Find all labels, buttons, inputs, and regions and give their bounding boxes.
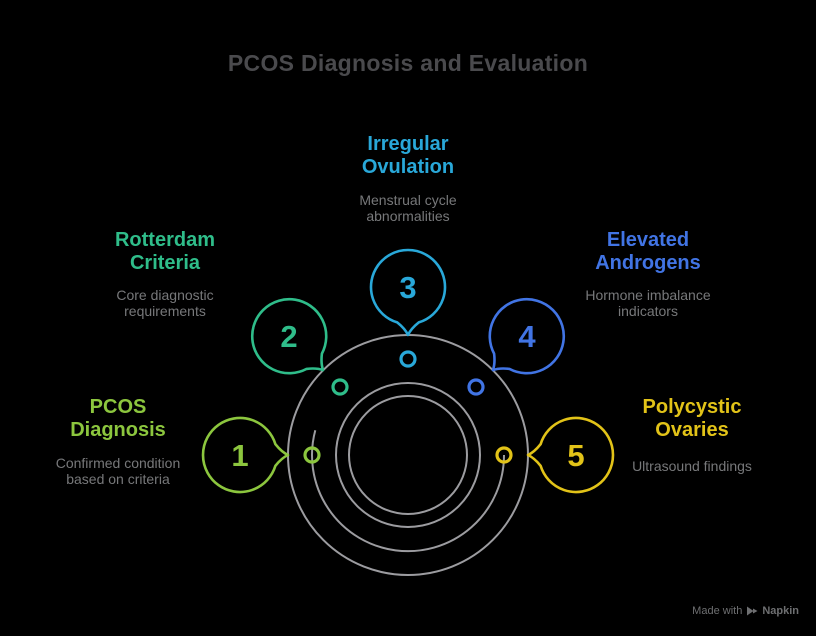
group-1-orbit-marker	[303, 446, 321, 464]
orbit-circle-inner	[348, 395, 468, 515]
group-1-description: Confirmed condition based on criteria	[55, 455, 181, 487]
group-4-label: Elevated Androgens	[568, 229, 728, 275]
group-1-bubble	[201, 416, 290, 494]
group-3-label-line2: Ovulation	[361, 156, 455, 178]
group-5-description: Ultrasound findings	[632, 458, 752, 474]
napkin-logo-icon	[747, 606, 758, 616]
group-2-orbit-marker	[331, 378, 349, 396]
group-5-label-line1: Polycystic	[642, 396, 742, 418]
group-4-orbit-marker	[467, 378, 485, 396]
orbit-arc-path	[311, 429, 505, 553]
group-3-bubble	[369, 248, 447, 337]
napkin-watermark: Made with Napkin	[692, 605, 799, 617]
group-4-description: Hormone imbalance indicators	[585, 287, 711, 319]
group-3-label-line1: Irregular	[367, 133, 449, 155]
group-1-label-line2: Diagnosis	[70, 419, 166, 441]
watermark-brand: Napkin	[762, 605, 799, 617]
group-1-label-line1: PCOS	[89, 396, 147, 418]
group-3-description: Menstrual cycle abnormalities	[359, 192, 457, 224]
group-4-label-line2: Androgens	[595, 252, 701, 274]
group-2-label-line1: Rotterdam	[114, 229, 215, 251]
group-5-number: 5	[567, 438, 584, 473]
group-3-orbit-marker	[399, 350, 417, 368]
group-1-number: 1	[231, 438, 248, 473]
page-title: PCOS Diagnosis and Evaluation	[227, 50, 589, 76]
group-3-number: 3	[399, 270, 416, 305]
group-4-number: 4	[518, 319, 536, 354]
group-2-label: Rotterdam Criteria	[85, 229, 245, 275]
group-1-label: PCOS Diagnosis	[38, 396, 198, 442]
orbit-circle-middle	[335, 382, 481, 528]
watermark-prefix: Made with	[692, 605, 743, 617]
group-2-bubble	[250, 297, 328, 375]
group-2-description: Core diagnostic requirements	[116, 287, 214, 319]
group-5-bubble	[526, 416, 615, 494]
group-2-number: 2	[280, 319, 297, 354]
group-4-bubble	[488, 297, 566, 375]
group-5-label: Polycystic Ovaries	[612, 396, 772, 442]
group-2-label-line2: Criteria	[129, 252, 201, 274]
group-5-orbit-marker	[495, 446, 513, 464]
group-4-label-line1: Elevated	[606, 229, 690, 251]
group-5-label-line2: Ovaries	[655, 419, 729, 441]
group-3-label: Irregular Ovulation	[328, 133, 488, 179]
